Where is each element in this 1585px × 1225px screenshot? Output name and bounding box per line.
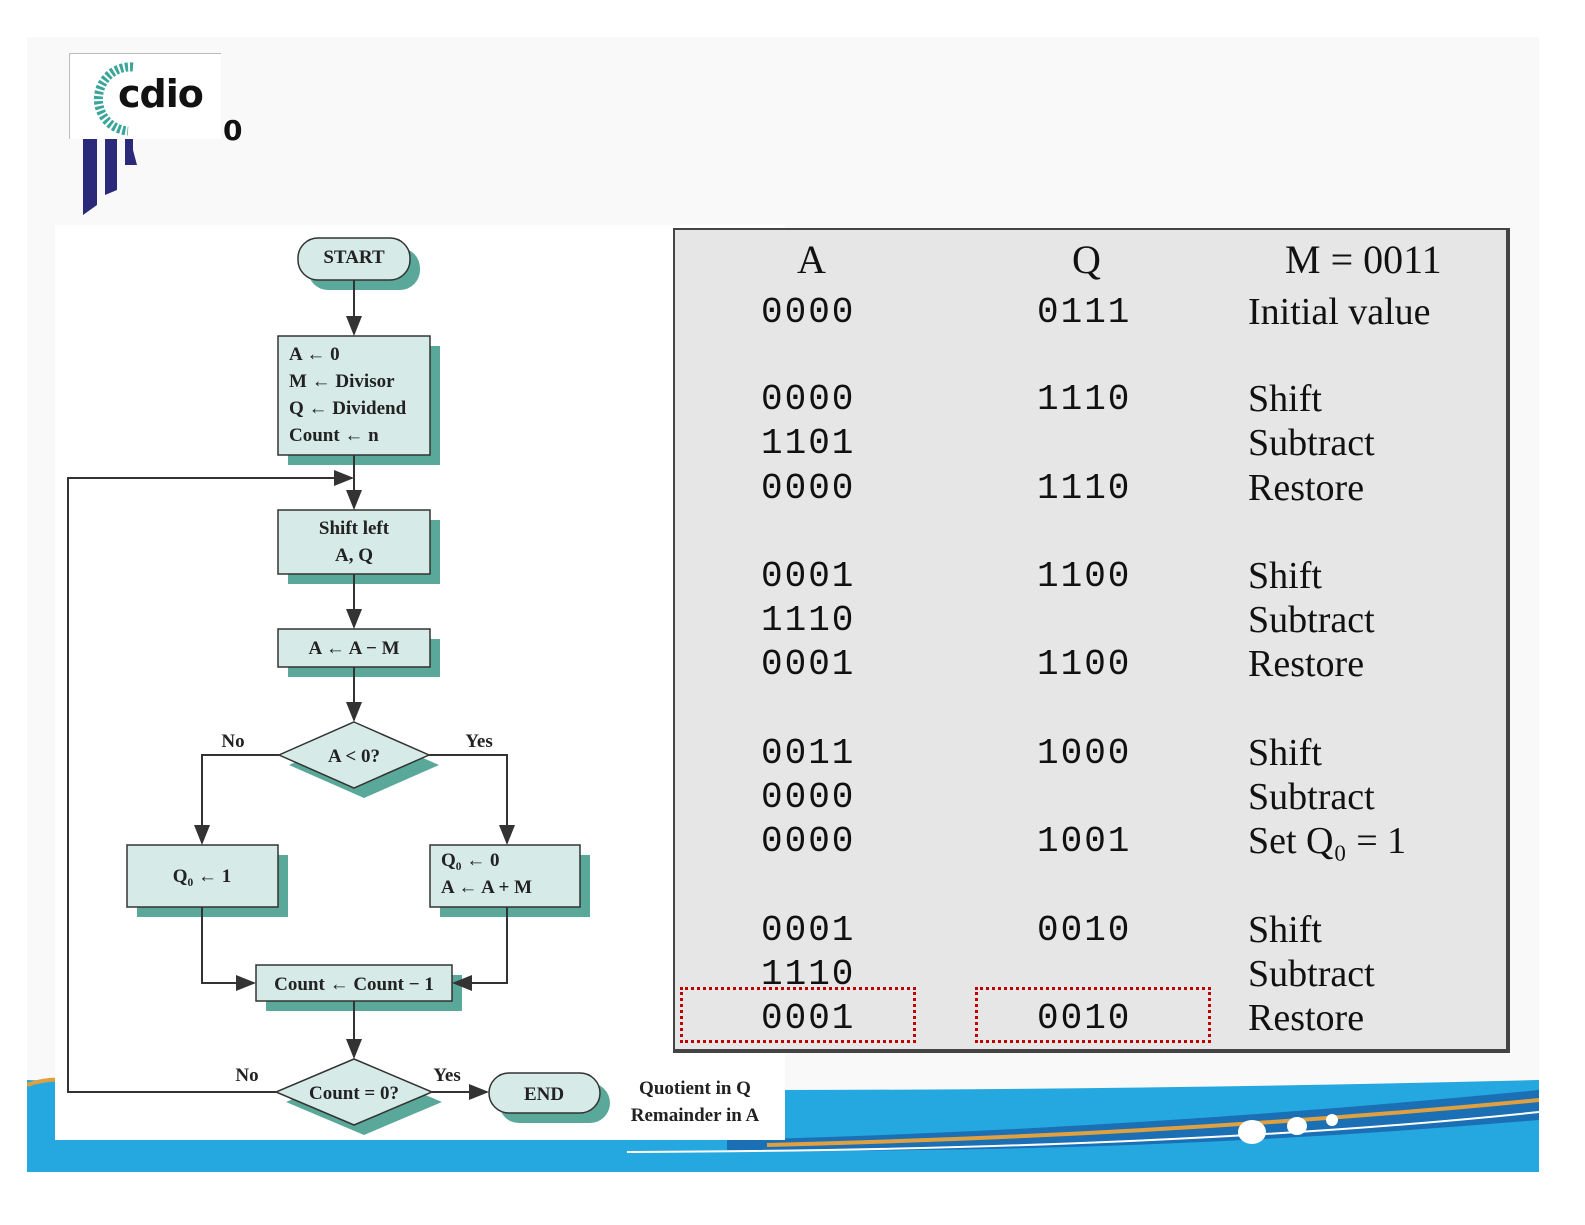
table-row: 0011 1000 Shift bbox=[675, 732, 1506, 777]
result-line: Remainder in A bbox=[631, 1105, 760, 1126]
table-row: 0001 0010 Shift bbox=[675, 909, 1506, 954]
table-row: 1110 Subtract bbox=[675, 599, 1506, 644]
cell-desc: Subtract bbox=[1248, 422, 1375, 464]
table-row: 0000 Subtract bbox=[675, 776, 1506, 821]
decision2-no: No bbox=[235, 1065, 258, 1086]
init-line: Q ← Dividend bbox=[289, 398, 407, 419]
cell-a: 0001 bbox=[761, 644, 856, 685]
cdio-logo-text: cdio bbox=[118, 72, 204, 116]
cell-a: 0000 bbox=[761, 292, 856, 333]
cell-q: 0010 bbox=[1037, 910, 1132, 951]
cell-a: 0000 bbox=[761, 821, 856, 862]
cell-q: 1110 bbox=[1037, 468, 1132, 509]
count-box bbox=[255, 964, 453, 1002]
cell-q: 1001 bbox=[1037, 821, 1132, 862]
cell-a: 0000 bbox=[761, 777, 856, 818]
flowchart-panel: START A ← 0 M ← Divisor Q ← Dividend Cou… bbox=[55, 225, 785, 1140]
cell-desc: Subtract bbox=[1248, 776, 1375, 818]
cdio-arc-icon bbox=[93, 62, 134, 136]
decision2-yes: Yes bbox=[433, 1065, 460, 1086]
cell-desc: Shift bbox=[1248, 732, 1322, 774]
cell-a: 0001 bbox=[761, 910, 856, 951]
table-row: 0000 1110 Restore bbox=[675, 467, 1506, 512]
end-label: END bbox=[524, 1084, 564, 1105]
cell-a: 0001 bbox=[761, 998, 856, 1039]
init-line: A ← 0 bbox=[289, 344, 340, 365]
shift-line: A, Q bbox=[335, 545, 373, 566]
cell-desc: Subtract bbox=[1248, 599, 1375, 641]
table-row: 0000 0111 Initial value bbox=[675, 291, 1506, 336]
decision1-no: No bbox=[221, 731, 244, 752]
cell-a: 0000 bbox=[761, 379, 856, 420]
subtract-label: A ← A − M bbox=[308, 638, 399, 659]
decision2-label: Count = 0? bbox=[309, 1083, 399, 1104]
jit-logo: 0 bbox=[83, 114, 242, 215]
cell-q: 1110 bbox=[1037, 379, 1132, 420]
cell-a: 0001 bbox=[761, 556, 856, 597]
cell-desc: Shift bbox=[1248, 909, 1322, 951]
restore-box bbox=[429, 844, 581, 908]
table-row: 0001 1100 Shift bbox=[675, 555, 1506, 600]
decision-a-negative bbox=[277, 721, 431, 789]
cell-a: 1101 bbox=[761, 423, 856, 464]
cell-q: 0111 bbox=[1037, 292, 1132, 333]
init-box bbox=[277, 335, 431, 456]
cdio-logo: cdio bbox=[69, 53, 221, 139]
cell-desc: Restore bbox=[1248, 997, 1365, 1039]
cell-desc: Subtract bbox=[1248, 953, 1375, 995]
init-line: M ← Divisor bbox=[289, 371, 395, 392]
cell-a: 0011 bbox=[761, 733, 856, 774]
restore-line: A ← A + M bbox=[441, 877, 532, 898]
highlight-quotient bbox=[975, 987, 1211, 1043]
svg-text:0: 0 bbox=[223, 114, 242, 147]
cell-q: 1000 bbox=[1037, 733, 1132, 774]
table-row: 1101 Subtract bbox=[675, 422, 1506, 467]
header-m: M = 0011 bbox=[1285, 237, 1442, 282]
cell-desc: Set Q₀ = 1 bbox=[1248, 820, 1407, 862]
result-line: Quotient in Q bbox=[639, 1078, 751, 1099]
cell-a: 0000 bbox=[761, 468, 856, 509]
decision1-label: A < 0? bbox=[328, 746, 380, 767]
table-row: 0000 1110 Shift bbox=[675, 378, 1506, 423]
header-q: Q bbox=[1072, 237, 1101, 282]
cell-q: 0010 bbox=[1037, 998, 1132, 1039]
count-label: Count ← Count − 1 bbox=[274, 974, 434, 995]
decision1-yes: Yes bbox=[465, 731, 492, 752]
table-row: 0001 0010 Restore bbox=[675, 997, 1506, 1042]
table-row: 0000 1001 Set Q₀ = 1 bbox=[675, 820, 1506, 865]
table-row: 0001 1100 Restore bbox=[675, 643, 1506, 688]
start-label: START bbox=[323, 247, 385, 268]
highlight-remainder bbox=[680, 987, 916, 1043]
set-q1-label: Q₀ ← 1 bbox=[173, 866, 231, 887]
cell-q: 1100 bbox=[1037, 556, 1132, 597]
header-a: A bbox=[797, 237, 826, 282]
end-node bbox=[488, 1072, 601, 1114]
decision-count-zero bbox=[274, 1058, 434, 1126]
cell-desc: Shift bbox=[1248, 555, 1322, 597]
shift-line: Shift left bbox=[319, 518, 390, 539]
cell-desc: Initial value bbox=[1248, 291, 1431, 333]
cell-desc: Restore bbox=[1248, 467, 1365, 509]
restore-line: Q₀ ← 0 bbox=[441, 850, 499, 871]
shift-box bbox=[277, 509, 431, 575]
set-q1-box bbox=[126, 844, 279, 908]
cell-q: 1100 bbox=[1037, 644, 1132, 685]
cell-a: 1110 bbox=[761, 600, 856, 641]
cell-desc: Restore bbox=[1248, 643, 1365, 685]
cell-desc: Shift bbox=[1248, 378, 1322, 420]
init-line: Count ← n bbox=[289, 425, 379, 446]
